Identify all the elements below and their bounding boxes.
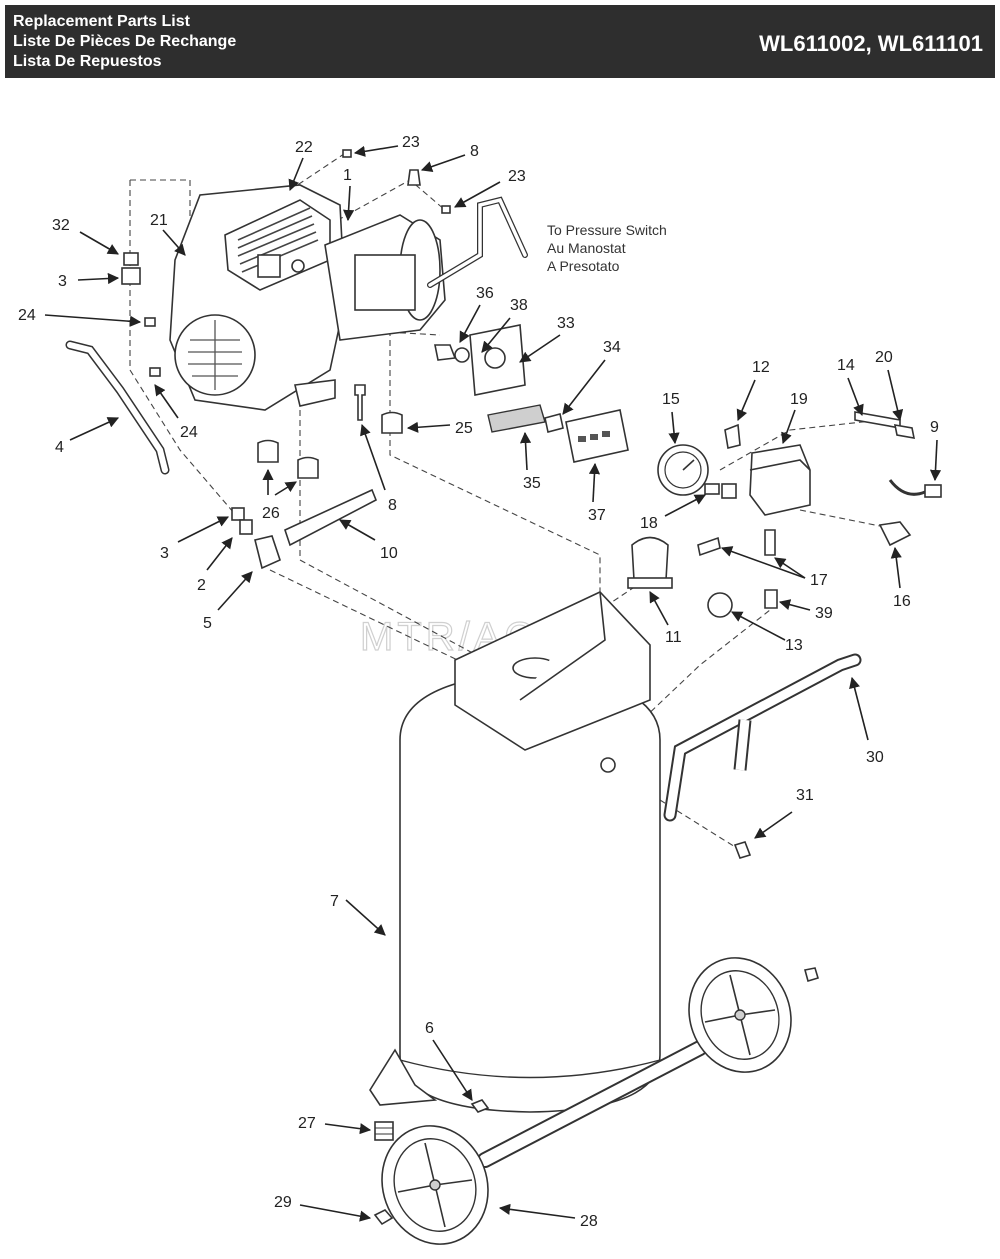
intake-parts	[434, 324, 629, 463]
callout-21: 21	[150, 212, 168, 229]
callout-13: 13	[785, 637, 803, 654]
note-line-2: Au Manostat	[547, 240, 626, 256]
callout-29: 29	[274, 1194, 292, 1211]
callout-22: 22	[295, 139, 313, 156]
header-bar: Replacement Parts List Liste De Pièces D…	[5, 5, 995, 78]
loose-hardware	[373, 967, 819, 1226]
callout-23-bottom: 23	[508, 168, 526, 185]
note-line-1: To Pressure Switch	[547, 222, 667, 238]
callout-17: 17	[810, 572, 828, 589]
small-fittings	[121, 149, 451, 570]
callout-24-top: 24	[18, 307, 36, 324]
callout-28: 28	[580, 1213, 598, 1230]
wheel-rear	[688, 957, 792, 1073]
callout-26: 26	[262, 505, 280, 522]
callout-31: 31	[796, 787, 814, 804]
callout-18: 18	[640, 515, 658, 532]
callout-23-top: 23	[402, 134, 420, 151]
header-titles: Replacement Parts List Liste De Pièces D…	[13, 12, 236, 72]
callout-3-top: 3	[58, 273, 67, 290]
callout-37: 37	[588, 507, 606, 524]
callout-34: 34	[603, 339, 621, 356]
callout-20: 20	[875, 349, 893, 366]
outlet-tube	[65, 340, 170, 475]
callout-36: 36	[476, 285, 494, 302]
title-spanish: Lista De Repuestos	[13, 53, 162, 70]
title-french: Liste De Pièces De Rechange	[13, 33, 237, 50]
callout-19: 19	[790, 391, 808, 408]
callout-16: 16	[893, 593, 911, 610]
model-numbers: WL611002, WL611101	[759, 31, 983, 56]
controls-parts	[627, 411, 942, 618]
callout-5: 5	[203, 615, 212, 632]
callout-6: 6	[425, 1020, 434, 1037]
callout-11: 11	[665, 629, 682, 646]
callout-14: 14	[837, 357, 855, 374]
callout-27: 27	[298, 1115, 316, 1132]
callout-3-bottom: 3	[160, 545, 169, 562]
callout-1: 1	[343, 167, 352, 184]
callout-9: 9	[930, 419, 939, 436]
callout-2: 2	[197, 577, 206, 594]
compressor-pump-motor	[169, 184, 446, 411]
callout-32: 32	[52, 217, 70, 234]
callout-35: 35	[523, 475, 541, 492]
callout-38: 38	[510, 297, 528, 314]
wheel-front	[381, 1125, 489, 1245]
note-line-3: A Presotato	[547, 258, 620, 274]
air-tank	[369, 591, 661, 1113]
callouts: 1 2 3 3 4 5 6 7 8 8 9 10 11 12 13 14 15	[18, 134, 942, 1230]
callout-15: 15	[662, 391, 680, 408]
callout-10: 10	[380, 545, 398, 562]
callout-33: 33	[557, 315, 575, 332]
callout-30: 30	[866, 749, 884, 766]
callout-8-bottom: 8	[388, 497, 397, 514]
callout-12: 12	[752, 359, 770, 376]
callout-24-bottom: 24	[180, 424, 198, 441]
title-english: Replacement Parts List	[13, 13, 190, 30]
pressure-switch-note: To Pressure Switch Au Manostat A Presota…	[547, 222, 667, 274]
callout-25: 25	[455, 420, 473, 437]
callout-7: 7	[330, 893, 339, 910]
callout-8-top: 8	[470, 143, 479, 160]
callout-39: 39	[815, 605, 833, 622]
callout-4: 4	[55, 439, 64, 456]
